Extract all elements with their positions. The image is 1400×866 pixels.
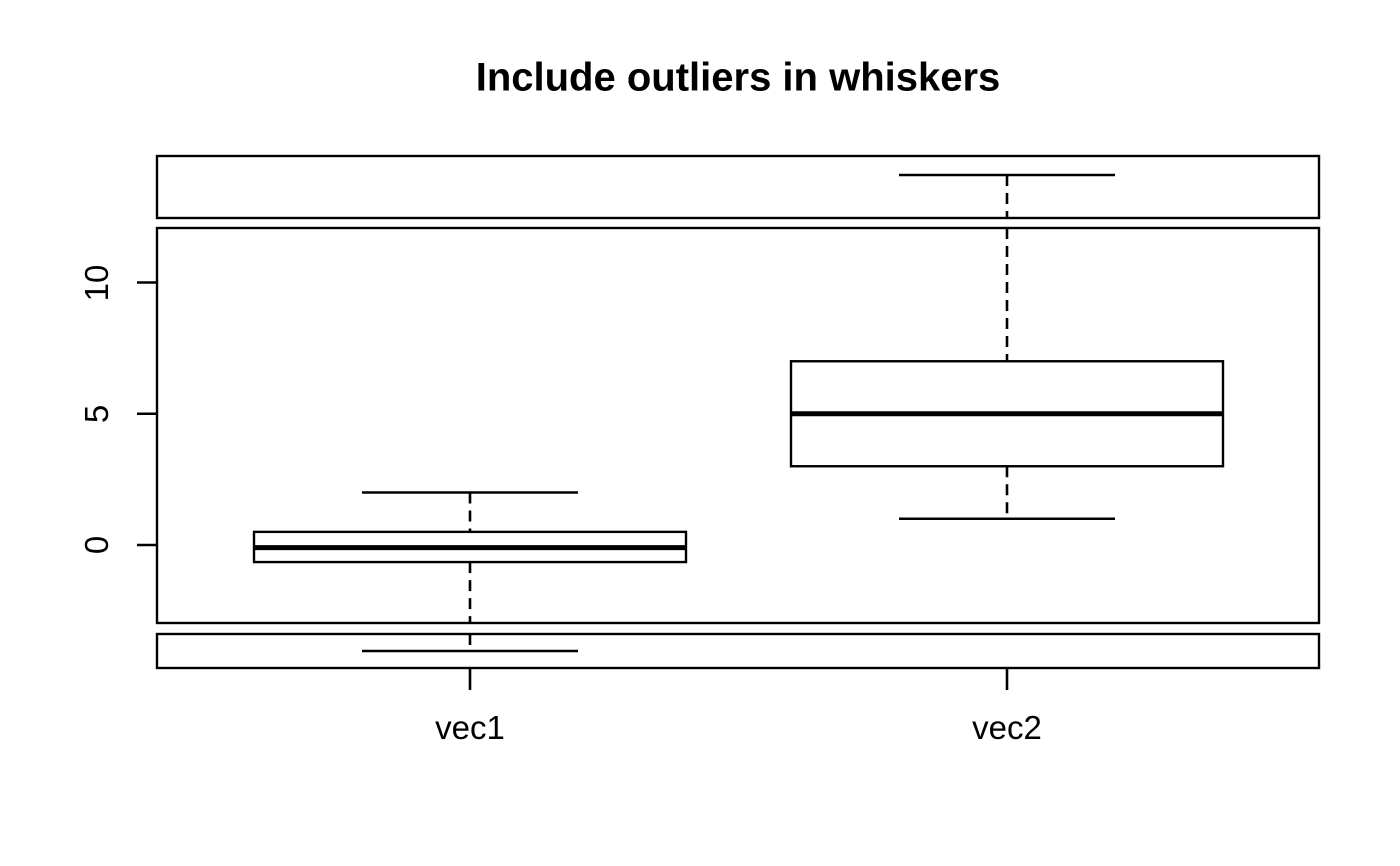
panel-top-gap [155, 154, 1321, 220]
x-axis-label-vec1: vec1 [435, 709, 505, 746]
panel-bottom-gap [155, 632, 1321, 670]
panel-main [155, 226, 1321, 625]
x-axis-label-vec2: vec2 [972, 709, 1042, 746]
chart-title: Include outliers in whiskers [475, 55, 1001, 100]
y-axis-tick-label-5: 5 [78, 404, 115, 423]
y-axis-tick-label-0: 0 [78, 535, 115, 555]
y-axis-tick-label-10: 10 [78, 264, 115, 301]
